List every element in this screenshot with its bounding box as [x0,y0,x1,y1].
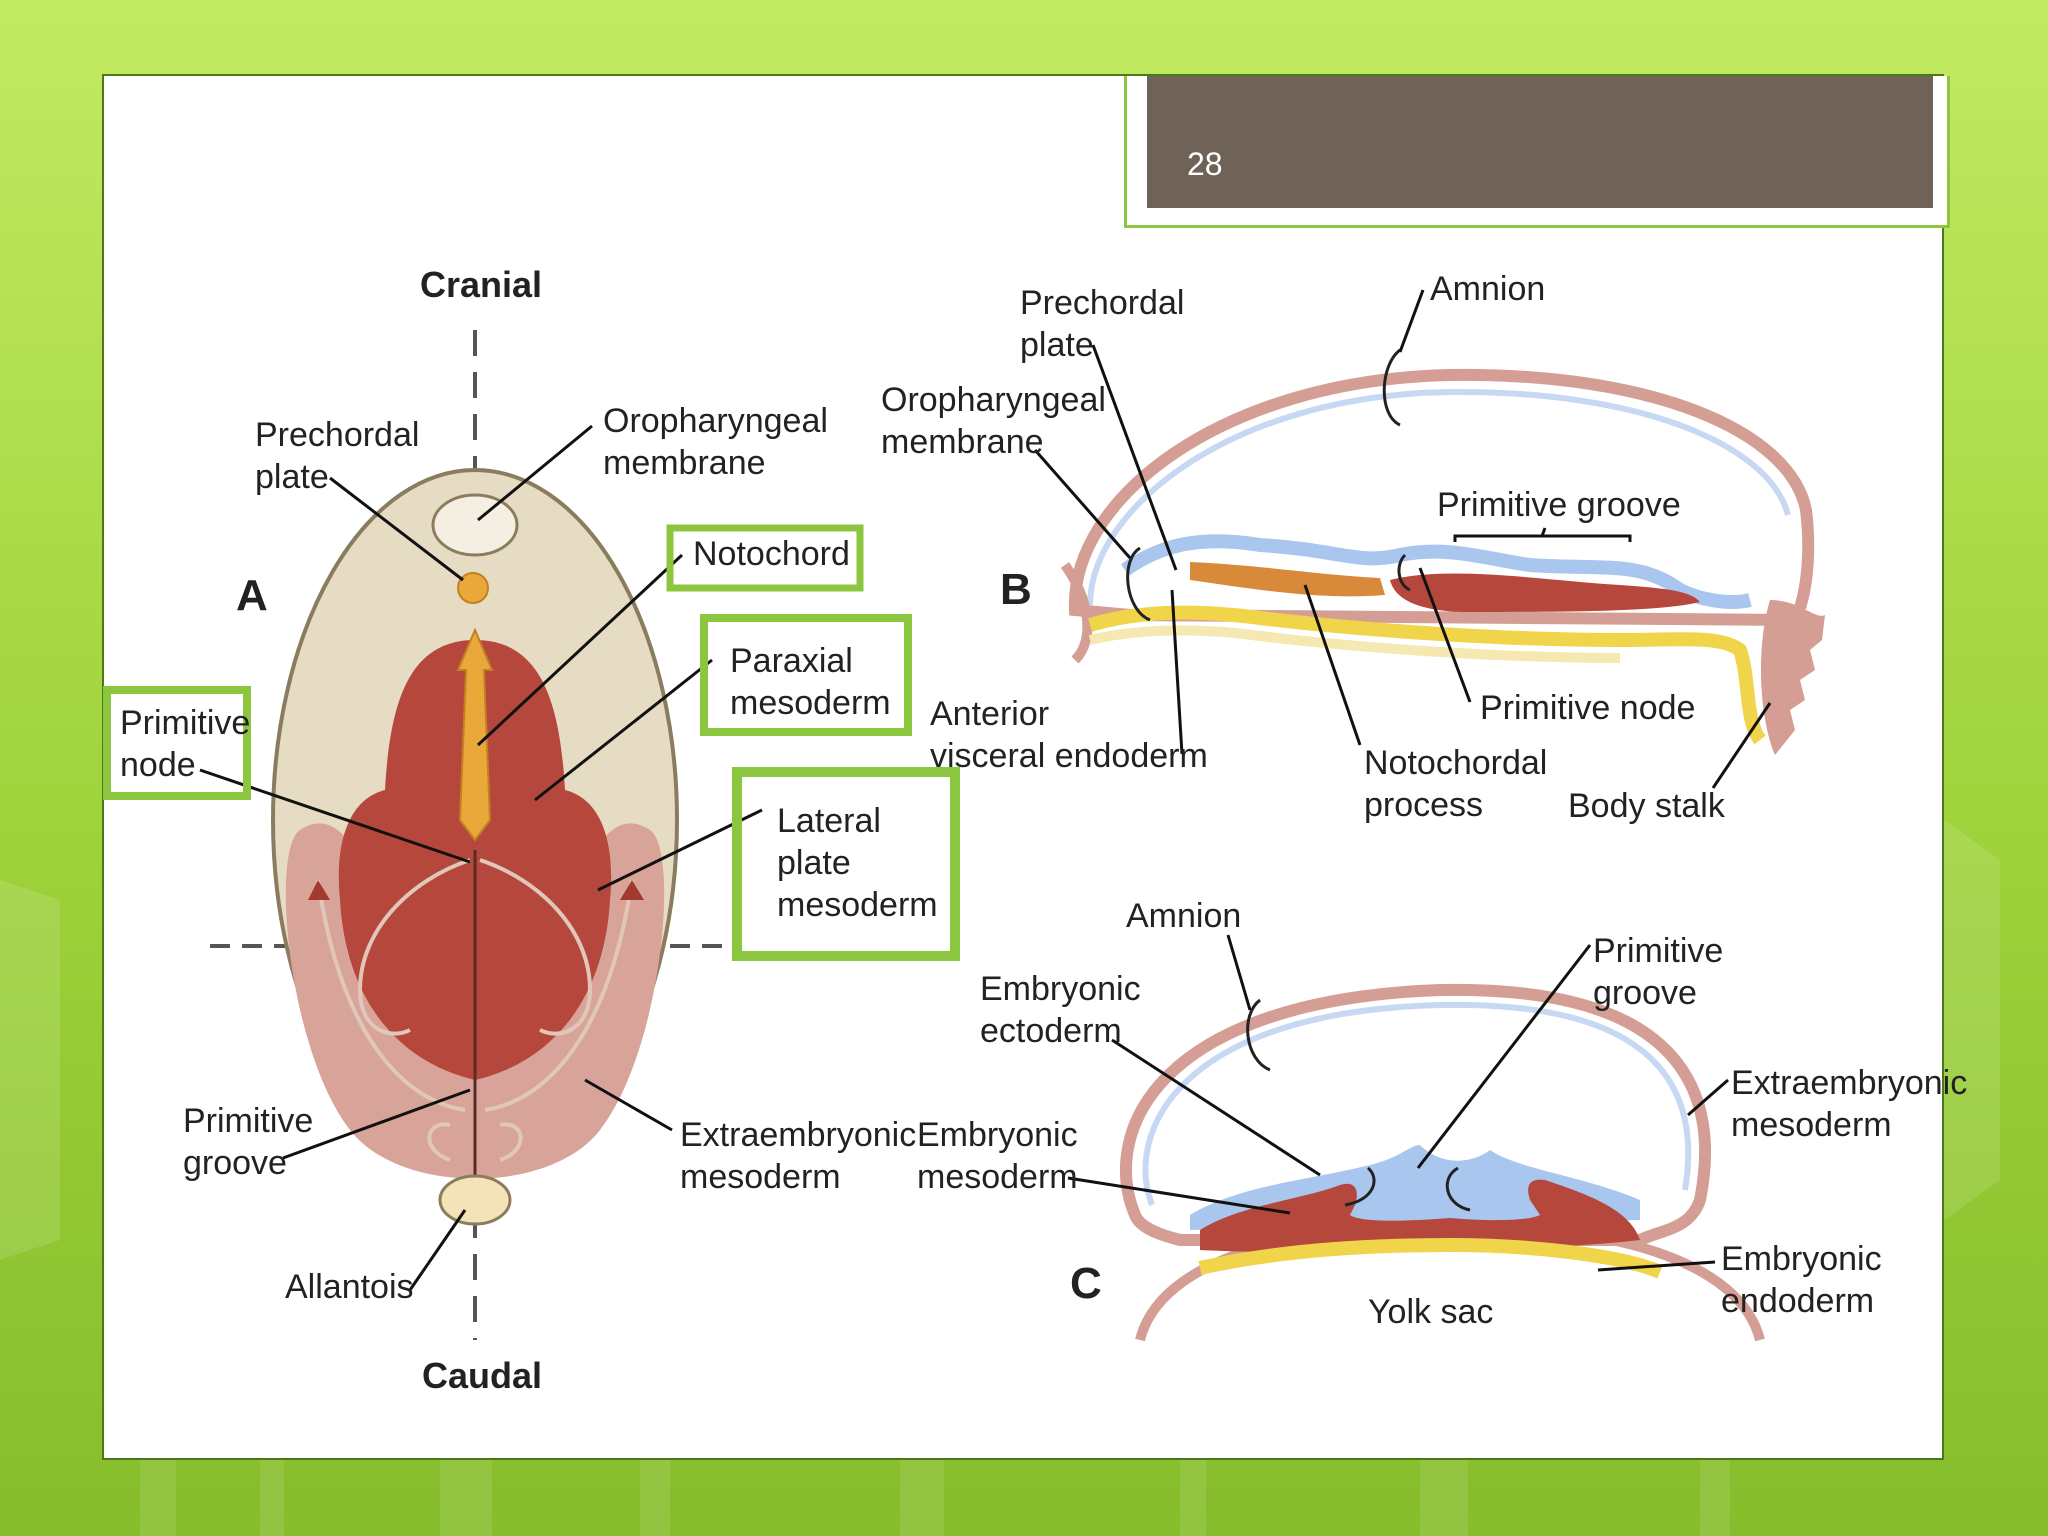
cranial-label: Cranial [420,264,542,305]
panel-c-letter: C [1070,1259,1102,1308]
b-amnion [1068,368,1815,627]
a-prechordal-plate-label-2: plate [255,458,329,496]
a-allantois-label: Allantois [285,1268,414,1306]
a-notochord-label: Notochord [693,535,850,573]
b-yolk-sac-wall [1088,625,1621,663]
panel-c-transverse [1120,983,1765,1342]
b-amnion-label: Amnion [1430,270,1545,308]
lateral-arrow-right [620,880,644,900]
a-oropharyngeal-label-1: Oropharyngeal [603,402,828,440]
caudal-label: Caudal [422,1355,542,1396]
slide-number: 28 [1187,146,1223,182]
a-paraxial-mesoderm-label-2: mesoderm [730,684,891,722]
panel-a-highlight-boxes [103,524,960,961]
c-extraembryonic-label-2: mesoderm [1731,1106,1892,1144]
panel-a-letter: A [236,571,268,620]
b-node-loop [1397,553,1411,592]
panel-c-leader-lines [1067,934,1729,1272]
b-amnion-loop [1382,348,1402,427]
b-body-stalk [1760,600,1825,755]
b-notochordal-process-label-2: process [1364,786,1483,824]
a-oropharyngeal-label-2: membrane [603,444,766,482]
b-endoderm [1087,605,1766,745]
c-primitive-groove-label-2: groove [1593,974,1697,1012]
a-primitive-groove-label-1: Primitive [183,1102,313,1140]
c-embryonic-mesoderm-label-1: Embryonic [917,1116,1078,1154]
b-anterior-visceral-label-1: Anterior [930,695,1049,733]
slide-number-box: 28 [1147,76,1933,208]
c-yolk-sac-label: Yolk sac [1368,1293,1493,1331]
c-amnion-inner [1142,1001,1692,1207]
b-primitive-node-label: Primitive node [1480,689,1695,727]
panel-a-leader-lines [199,424,763,1291]
c-embryonic-endoderm-label-1: Embryonic [1721,1240,1882,1278]
highlight-primitive-node [103,686,251,800]
a-primitive-node-label-2: node [120,746,196,784]
a-prechordal-plate-label-1: Prechordal [255,416,419,454]
b-prechordal-plate-label-1: Prechordal [1020,284,1184,322]
b-amnion-inner [1087,388,1791,606]
lateral-arrow-left [308,880,330,900]
b-prechordal-plate-label-2: plate [1020,326,1094,364]
panel-c-labels: C Amnion Primitive groove Embryonic ecto… [917,897,1967,1331]
b-extraembryonic-left [1060,562,1093,664]
b-notochordal-process [1190,562,1385,597]
b-anterior-visceral-label-2: visceral endoderm [930,737,1208,775]
a-extraembryonic-label-1: Extraembryonic [680,1116,916,1154]
b-oropharyngeal-label-1: Oropharyngeal [881,381,1106,419]
b-body-stalk-label: Body stalk [1568,787,1726,825]
oropharyngeal-membrane [431,493,519,557]
c-mesoderm [1200,1179,1640,1253]
allantois [438,1174,512,1226]
c-amnion-loop [1246,998,1271,1072]
b-oro-loop [1126,546,1151,622]
notochord [456,627,494,842]
highlight-notochord [666,524,864,592]
slide-number-tab: 28 [1124,76,1950,228]
highlight-lateral-plate-mesoderm [732,767,960,961]
c-embryonic-mesoderm-label-2: mesoderm [917,1158,1078,1196]
mesoderm-migration-arrows [316,858,634,1162]
panel-b-sagittal [1060,348,1825,755]
b-oropharyngeal-label-2: membrane [881,423,1044,461]
c-embryonic-ectoderm-label-2: ectoderm [980,1012,1122,1050]
c-endoderm [1198,1237,1663,1279]
b-primitive-groove-label: Primitive groove [1437,486,1681,524]
c-groove-loop-left [1344,1166,1376,1207]
c-amnion-label: Amnion [1126,897,1241,935]
panel-a-labels: A Cranial Caudal Prechordal plate Oropha… [120,264,938,1396]
a-lateral-plate-label-3: mesoderm [777,886,938,924]
a-extraembryonic-label-2: mesoderm [680,1158,841,1196]
prechordal-plate [457,572,489,604]
panel-a-embryo [210,330,735,1340]
a-lateral-plate-label-2: plate [777,844,851,882]
b-ectoderm [1120,534,1752,609]
a-primitive-node-label-1: Primitive [120,704,250,742]
c-primitive-groove-label-1: Primitive [1593,932,1723,970]
c-embryonic-ectoderm-label-1: Embryonic [980,970,1141,1008]
b-notochordal-process-label-1: Notochordal [1364,744,1547,782]
b-mesoderm [1390,573,1700,612]
a-primitive-groove-label-2: groove [183,1144,287,1182]
c-embryonic-endoderm-label-2: endoderm [1721,1282,1874,1320]
a-paraxial-mesoderm-label-1: Paraxial [730,642,853,680]
c-groove-loop-right [1445,1166,1471,1212]
highlight-paraxial-mesoderm [700,614,912,736]
panel-b-labels: B Prechordal plate Amnion Oropharyngeal … [881,270,1726,825]
c-extraembryonic-label-1: Extraembryonic [1731,1064,1967,1102]
a-lateral-plate-label-1: Lateral [777,802,881,840]
panel-b-leader-lines [1033,289,1772,789]
panel-b-letter: B [1000,565,1032,614]
